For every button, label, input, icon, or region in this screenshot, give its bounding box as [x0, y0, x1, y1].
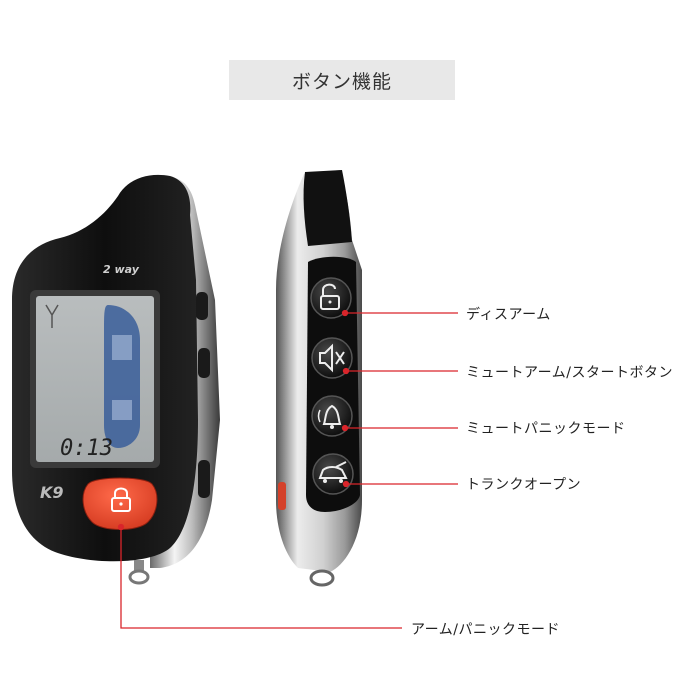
title-banner: ボタン機能: [229, 60, 455, 100]
label-trunk-open: トランクオープン: [466, 477, 582, 493]
trunk-open-button[interactable]: [312, 453, 354, 495]
car-trunk-icon: [318, 461, 348, 483]
key-ring-connector: [134, 560, 144, 572]
key-ring: [128, 569, 150, 585]
lock-icon: [111, 487, 131, 512]
side-button-strip: [306, 256, 360, 512]
side-button-top: [196, 292, 208, 320]
brand-logo: K9: [40, 483, 64, 502]
leader-line-arm-panic: [120, 527, 402, 629]
label-arm-panic: アーム/パニックモード: [411, 622, 560, 638]
model-text: 2 way: [103, 263, 140, 276]
page-title: ボタン機能: [291, 70, 392, 93]
side-red-edge: [278, 482, 286, 510]
disarm-button[interactable]: [310, 277, 352, 319]
side-button-bottom: [198, 460, 210, 498]
bell-icon: [317, 404, 342, 429]
front-remote: 2 way 0:13 K9: [12, 174, 220, 585]
label-mute-arm-start: ミュートアーム/スタートボタン: [466, 365, 673, 381]
side-key-ring: [309, 569, 335, 587]
mute-speaker-icon: [319, 343, 345, 373]
mute-panic-button[interactable]: [311, 395, 353, 437]
unlock-icon: [320, 283, 340, 310]
lcd-antenna-icon: [45, 304, 59, 328]
lcd-car-icon: [104, 305, 140, 448]
label-mute-panic: ミュートパニックモード: [466, 421, 626, 437]
label-disarm: ディスアーム: [466, 307, 551, 323]
side-top-cap: [303, 170, 352, 246]
side-remote: [276, 170, 362, 587]
lcd-time: 0:13: [60, 436, 113, 461]
side-button-mid: [198, 348, 210, 378]
leader-lines: [117, 309, 458, 629]
mute-arm-start-button[interactable]: [311, 337, 353, 379]
